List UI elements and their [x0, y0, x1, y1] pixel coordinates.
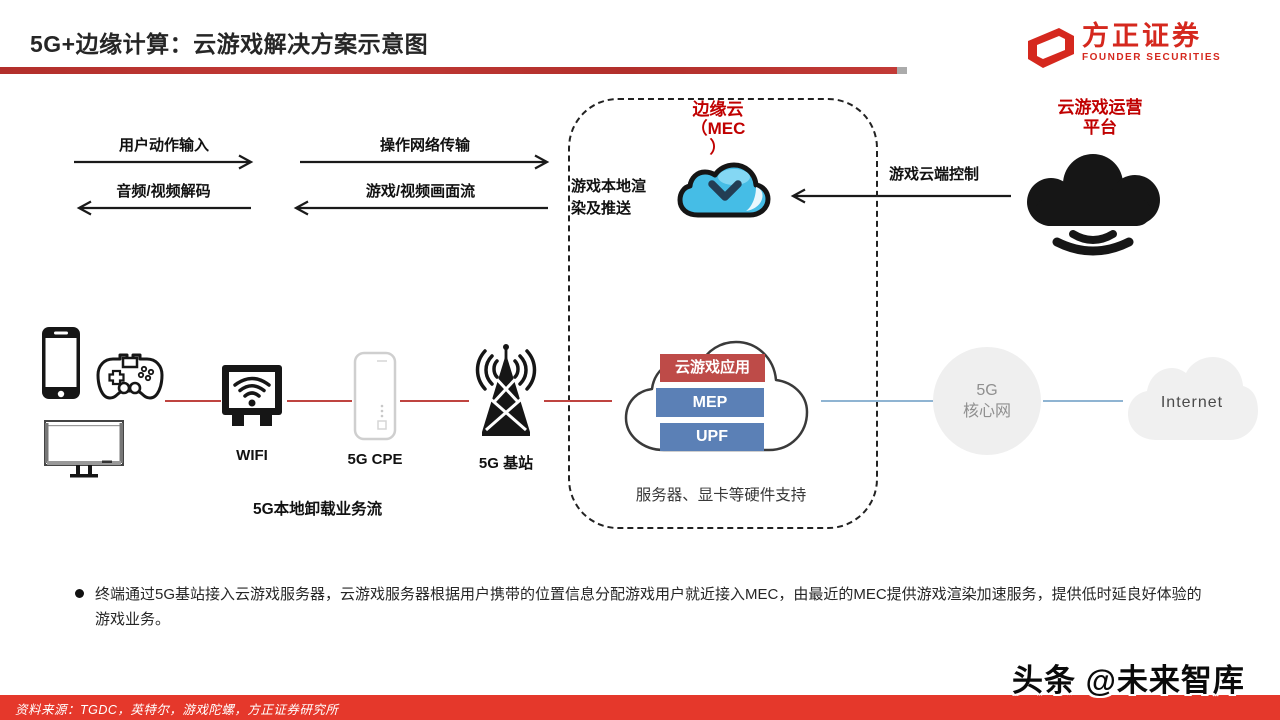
label-internet: Internet [1160, 394, 1224, 411]
label-local-render: 游戏本地渲染及推送 [571, 178, 647, 217]
label-video-stream: 游戏/视频画面流 [365, 183, 476, 200]
label-op-transfer: 操作网络传输 [379, 137, 470, 154]
bullet-icon [75, 589, 84, 598]
smartphone-icon [42, 327, 80, 399]
logo-en: FOUNDER SECURITIES [1082, 52, 1222, 63]
box-upf: UPF [660, 423, 764, 451]
label-cpe: 5G CPE [347, 451, 403, 468]
wifi-router-icon [222, 365, 282, 426]
arrow-right-user-input [74, 154, 254, 170]
note-text: 终端通过5G基站接入云游戏服务器，云游戏服务器根据用户携带的位置信息分配游戏用户… [95, 586, 1202, 628]
arrow-left-cloud-control [790, 188, 1011, 204]
arrow-left-video-stream [293, 200, 548, 216]
link-gamepad-wifi [165, 400, 221, 402]
link-wifi-cpe [287, 400, 352, 402]
mec-dashed-zone [568, 98, 878, 529]
source-note: 资料来源：TGDC，英特尔，游戏陀螺，方正证券研究所 [15, 703, 339, 717]
edge-cloud-icon [677, 162, 771, 218]
title-divider [0, 67, 897, 74]
footer-bar [0, 695, 1280, 720]
platform-title: 云游戏运营 平台 [1057, 98, 1143, 137]
gamepad-icon [96, 353, 164, 400]
page-title: 5G+边缘计算：云游戏解决方案示意图 [30, 31, 429, 57]
link-mec-core [821, 400, 933, 402]
cpe-router-icon [353, 351, 397, 441]
label-user-input: 用户动作输入 [118, 137, 209, 154]
platform-cloud-icon [1027, 154, 1160, 256]
founder-logo-icon [1026, 26, 1076, 75]
title-divider-cap [897, 67, 907, 74]
label-base-station: 5G 基站 [478, 455, 534, 472]
label-hardware-note: 服务器、显卡等硬件支持 [635, 487, 807, 504]
box-mep: MEP [656, 388, 764, 417]
box-cloud-game-app: 云游戏应用 [660, 354, 765, 382]
internet-cloud-icon [1128, 357, 1258, 440]
label-cloud-control: 游戏云端控制 [888, 166, 979, 183]
base-station-icon [475, 344, 537, 436]
link-base-mec [544, 400, 612, 402]
watermark: 头条 @未来智库 [1012, 663, 1245, 698]
monitor-icon [44, 420, 124, 478]
label-offload-flow: 5G本地卸载业务流 [253, 501, 383, 518]
arrow-left-audio-decode [76, 200, 251, 216]
arrow-right-op-transfer [300, 154, 550, 170]
label-audio-decode: 音频/视频解码 [116, 183, 211, 200]
founder-logo-text: 方正证券 FOUNDER SECURITIES [1082, 22, 1221, 63]
mec-title: 边缘云 （MEC ） [690, 100, 746, 157]
link-core-internet [1043, 400, 1123, 402]
logo-cn: 方正证券 [1082, 21, 1202, 51]
core-network-node: 5G 核心网 [933, 347, 1041, 455]
label-wifi: WIFI [236, 447, 268, 464]
link-cpe-base [400, 400, 469, 402]
